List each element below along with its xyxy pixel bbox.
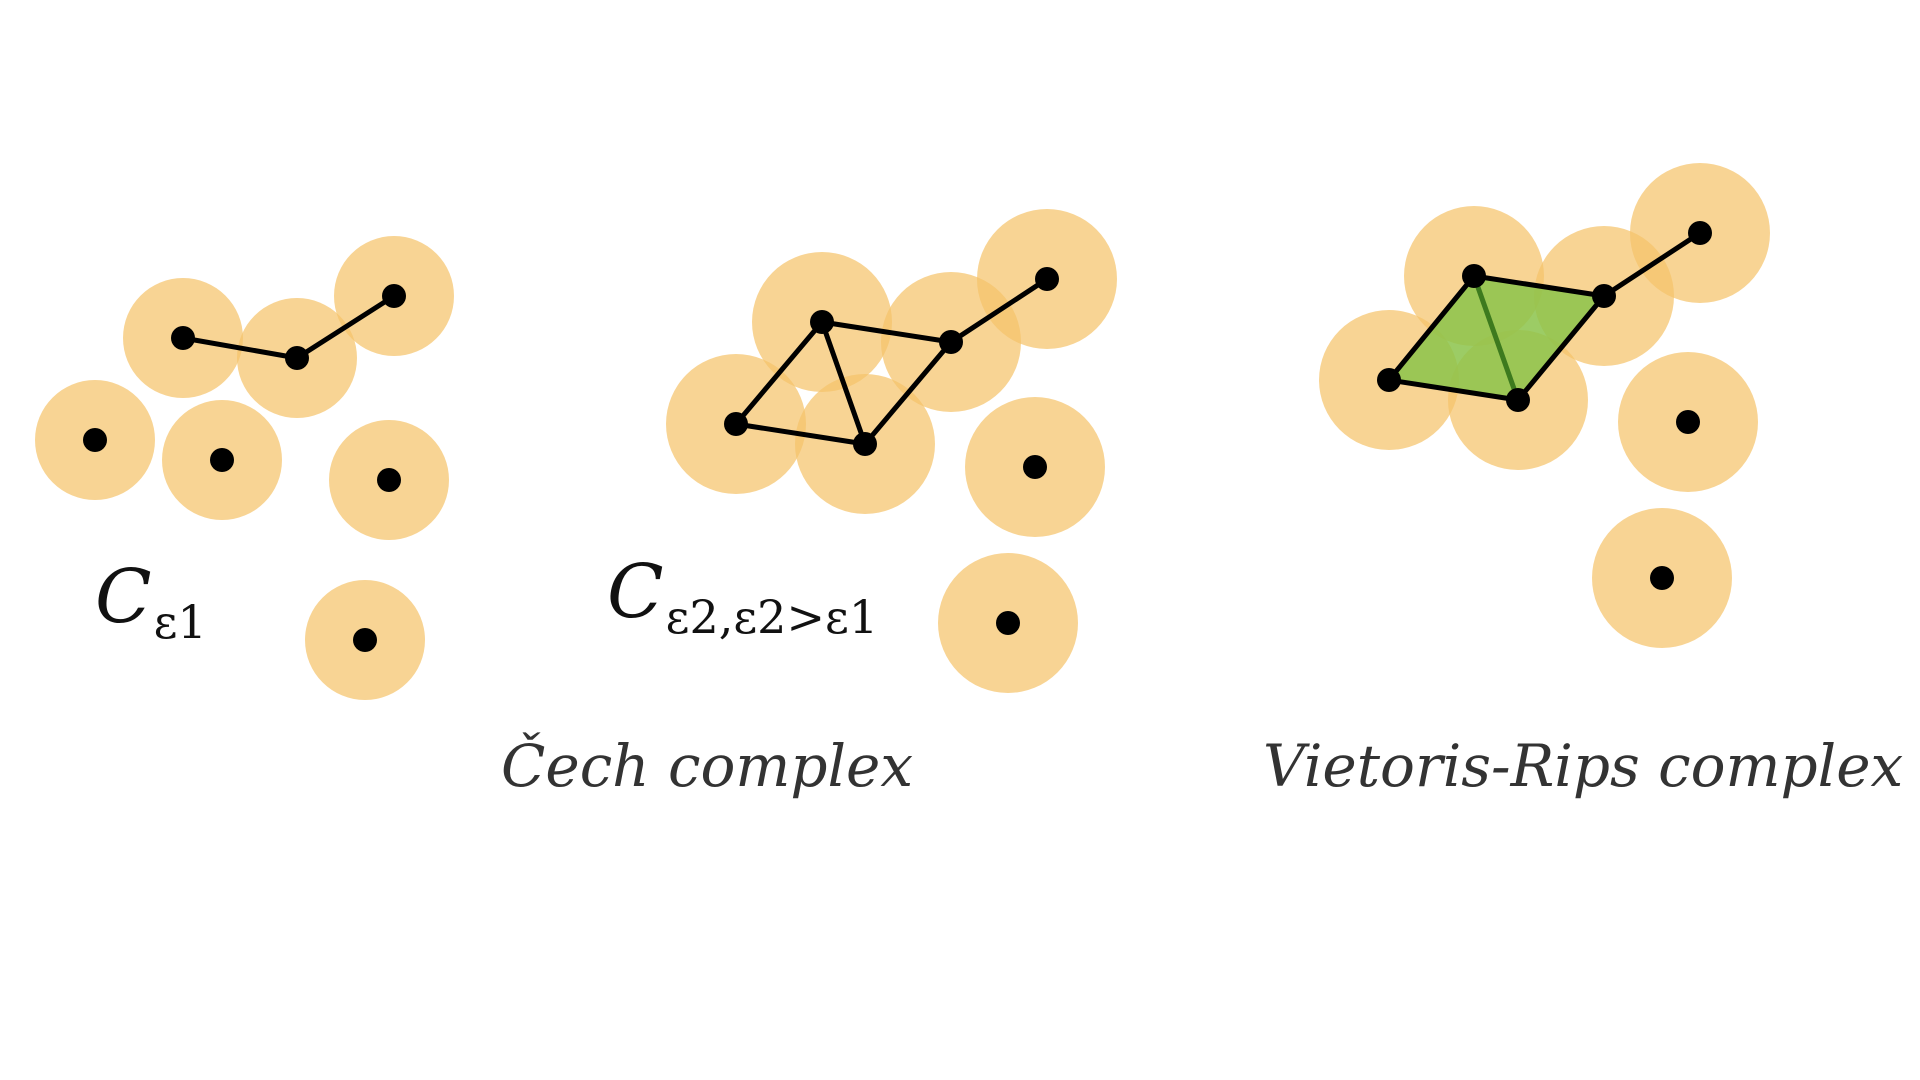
cech-vertex-4 bbox=[1035, 267, 1059, 291]
vietoris-rips-vertex-4 bbox=[1688, 221, 1712, 245]
vietoris-rips-vertex-6 bbox=[1650, 566, 1674, 590]
c-eps1-edge-0 bbox=[180, 335, 300, 361]
c-eps1-vertex-1 bbox=[285, 346, 309, 370]
vietoris-rips-filled-simplex-1 bbox=[1474, 276, 1604, 400]
cech-edge-5 bbox=[948, 276, 1050, 345]
edge-layer bbox=[180, 230, 1703, 447]
c-eps1-vertex-2 bbox=[382, 284, 406, 308]
cech-edge-2 bbox=[819, 319, 868, 447]
cech-vertex-0 bbox=[810, 310, 834, 334]
vietoris-rips-edge-3 bbox=[1471, 273, 1607, 299]
c-eps2-symbol: C bbox=[607, 549, 664, 635]
c-eps1-symbol: C bbox=[95, 554, 152, 640]
cech-vertex-1 bbox=[724, 412, 748, 436]
vietoris-rips-edge-4 bbox=[1515, 293, 1607, 403]
c-eps1-vertex-6 bbox=[353, 628, 377, 652]
c-eps1-edge-1 bbox=[294, 293, 397, 361]
balls-layer bbox=[35, 163, 1770, 700]
c-eps1-label: Cε1 bbox=[95, 554, 207, 649]
cech-vertex-6 bbox=[996, 611, 1020, 635]
cech-edge-0 bbox=[733, 319, 825, 427]
vietoris-rips-filled-simplex-0 bbox=[1389, 276, 1518, 400]
cech-vertex-5 bbox=[1023, 455, 1047, 479]
c-eps1-vertex-5 bbox=[377, 468, 401, 492]
vietoris-rips-vertex-5 bbox=[1676, 410, 1700, 434]
vietoris-rips-vertex-0 bbox=[1462, 264, 1486, 288]
c-eps2-label: Cε2,ε2>ε1 bbox=[607, 549, 878, 644]
vietoris-rips-vertex-1 bbox=[1377, 368, 1401, 392]
vietoris-rips-edge-2 bbox=[1471, 273, 1521, 403]
vertex-layer bbox=[83, 221, 1712, 652]
vietoris-rips-caption: Vietoris-Rips complex bbox=[1263, 732, 1903, 800]
vietoris-rips-edge-0 bbox=[1386, 273, 1477, 383]
vietoris-rips-vertex-3 bbox=[1592, 284, 1616, 308]
c-eps1-vertex-3 bbox=[83, 428, 107, 452]
c-eps1-subscript: ε1 bbox=[154, 595, 207, 649]
cech-vertex-3 bbox=[939, 330, 963, 354]
c-eps2-subscript: ε2,ε2>ε1 bbox=[666, 590, 878, 644]
cech-caption: Čech complex bbox=[501, 732, 913, 800]
cech-edge-1 bbox=[733, 421, 868, 447]
simplex-layer bbox=[1389, 276, 1604, 400]
vietoris-rips-edge-1 bbox=[1386, 377, 1521, 403]
cech-edge-4 bbox=[862, 339, 954, 447]
vietoris-rips-edge-5 bbox=[1601, 230, 1703, 299]
c-eps1-vertex-4 bbox=[210, 448, 234, 472]
cech-vertex-2 bbox=[853, 432, 877, 456]
cech-edge-3 bbox=[819, 319, 954, 345]
vietoris-rips-vertex-2 bbox=[1506, 388, 1530, 412]
c-eps1-vertex-0 bbox=[171, 326, 195, 350]
